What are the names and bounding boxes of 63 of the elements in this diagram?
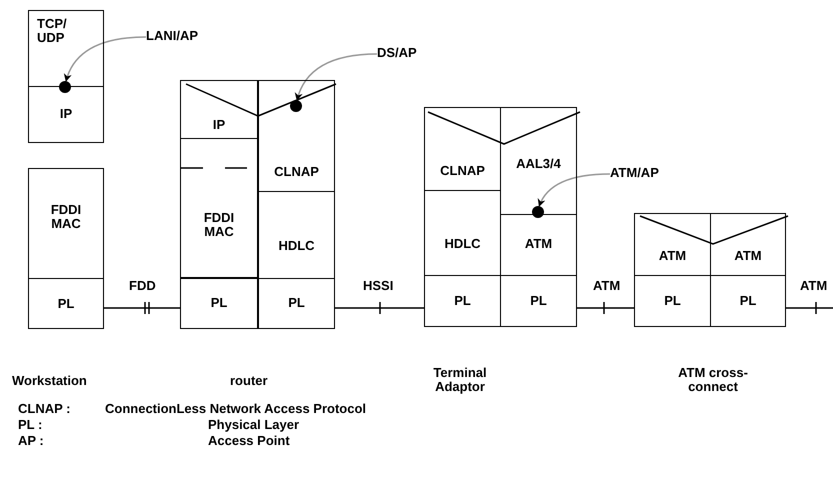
access-point-dot <box>59 81 71 93</box>
legend-definition: Physical Layer <box>208 418 300 432</box>
device-name: ATM cross-connect <box>677 366 749 394</box>
protocol-layer-box <box>424 107 501 191</box>
protocol-layer-box <box>710 213 786 276</box>
protocol-layer-box <box>424 275 501 327</box>
layer-label: HDLC <box>277 239 316 253</box>
callout-label: LANI/AP <box>146 29 198 43</box>
layer-label: ATM <box>524 237 554 251</box>
protocol-layer-box <box>180 80 258 139</box>
device-name: Terminal Adaptor <box>432 366 488 394</box>
edge-label: FDD <box>128 279 157 293</box>
device-name: router <box>230 374 268 388</box>
layer-label: FDDI MAC <box>202 211 236 239</box>
protocol-layer-box <box>258 80 335 192</box>
layer-label: PL <box>453 294 472 308</box>
protocol-layer-box <box>28 168 104 279</box>
protocol-layer-box <box>180 138 258 278</box>
layer-label: PL <box>738 294 758 308</box>
leader-line <box>64 36 146 82</box>
layer-label: PL <box>663 294 682 308</box>
layer-label: ATM <box>733 249 763 263</box>
legend-term: PL : <box>18 418 42 432</box>
layer-label: IP <box>212 118 226 132</box>
callout-label: ATM/AP <box>610 166 659 180</box>
edge-label: ATM <box>799 279 828 293</box>
leader-line <box>538 173 610 207</box>
layer-label: CLNAP <box>439 164 486 178</box>
layer-label: PL <box>287 296 306 310</box>
link-line <box>335 307 424 309</box>
legend-definition: Access Point <box>208 434 290 448</box>
link-line <box>786 307 833 309</box>
layer-label: PL <box>56 297 76 311</box>
protocol-layer-box <box>258 278 335 329</box>
link-line <box>104 307 180 309</box>
legend-definition: ConnectionLess Network Access Protocol <box>105 402 366 416</box>
layer-label: TCP/ UDP <box>37 17 68 45</box>
protocol-layer-box <box>28 86 104 143</box>
protocol-layer-box <box>634 275 711 327</box>
link-line <box>577 307 634 309</box>
layer-label: FDDI MAC <box>50 203 82 231</box>
edge-label: ATM <box>592 279 622 293</box>
protocol-layer-box <box>28 278 104 329</box>
protocol-layer-box <box>258 191 335 279</box>
layer-label: ATM <box>658 249 688 263</box>
layer-label: PL <box>529 294 548 308</box>
layer-label: HDLC <box>443 237 482 251</box>
layer-label: AAL3/4 <box>515 157 562 171</box>
callout-label: DS/AP <box>377 46 417 60</box>
legend-term: AP : <box>18 434 44 448</box>
layer-label: CLNAP <box>273 165 320 179</box>
protocol-layer-box <box>710 275 786 327</box>
device-name: Workstation <box>12 374 87 388</box>
access-point-dot <box>532 206 544 218</box>
protocol-layer-box <box>180 278 258 329</box>
layer-label: IP <box>58 107 74 121</box>
edge-label: HSSI <box>362 279 394 293</box>
protocol-layer-box <box>634 213 711 276</box>
protocol-layer-box <box>500 275 577 327</box>
leader-line <box>295 53 378 101</box>
access-point-dot <box>290 100 302 112</box>
legend-term: CLNAP : <box>18 402 70 416</box>
layer-label: PL <box>210 296 228 310</box>
